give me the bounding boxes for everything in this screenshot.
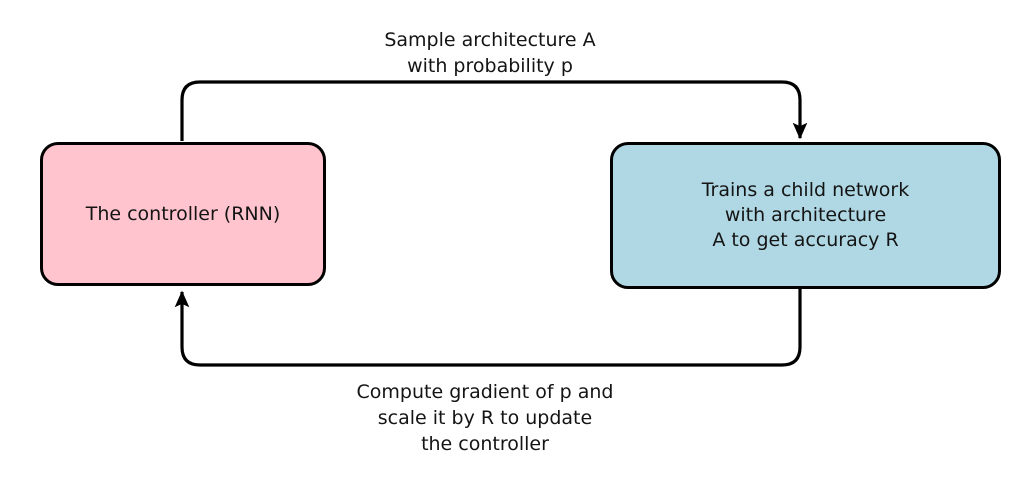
- edge-controller-to-child-path: [180, 80, 808, 141]
- edge-label-sample-architecture: Sample architecture A with probability p: [384, 29, 596, 77]
- node-controller[interactable]: The controller (RNN): [40, 142, 326, 286]
- node-child-network[interactable]: Trains a child network with architecture…: [610, 142, 1001, 289]
- node-controller-label: The controller (RNN): [85, 202, 281, 225]
- edge-child-to-controller-path: [174, 289, 802, 367]
- edge-label-compute-gradient: Compute gradient of p and scale it by R …: [356, 381, 614, 455]
- node-child-network-label: Trains a child network with architecture…: [701, 179, 910, 251]
